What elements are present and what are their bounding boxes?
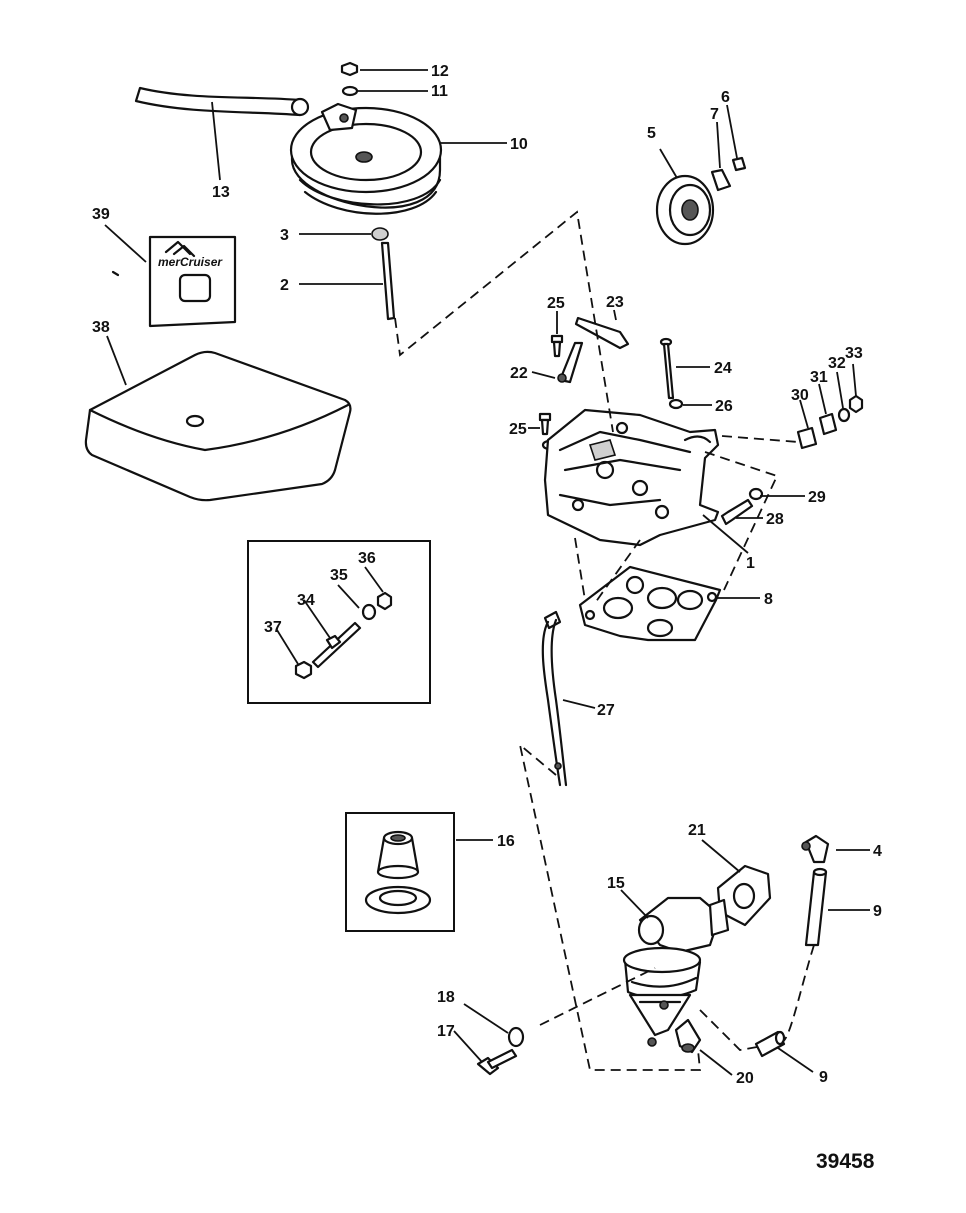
callout-17: 17 [437,1023,455,1040]
callout-22: 22 [510,365,528,382]
leader-lines [104,69,870,1076]
dashed-assembly-lines [394,210,815,1071]
callout-26: 26 [715,398,733,415]
hose-part-9-upper [804,867,828,947]
callout-7: 7 [710,106,719,123]
inset-box-studs [247,540,431,704]
fitting-part-31 [818,412,838,436]
carburetor-part-1 [543,408,720,547]
washer-part-11 [341,85,359,97]
callout-16: 16 [497,833,515,850]
fuel-pump-part-15 [622,896,730,1047]
callout-2: 2 [280,277,289,294]
bolt-part-28 [720,498,754,526]
fitting-part-30 [796,426,818,450]
nut-part-37 [294,660,313,680]
callout-38: 38 [92,319,110,336]
stud-part-2 [380,241,396,321]
callout-32: 32 [828,355,846,372]
callout-36: 36 [358,550,376,567]
callout-10: 10 [510,136,528,153]
callout-labels: 12 11 10 13 3 2 5 7 6 39 38 25 23 22 24 … [92,63,882,1087]
callout-21: 21 [688,822,706,839]
callout-29: 29 [808,489,826,506]
callout-30: 30 [791,387,809,404]
washer-part-35 [361,603,377,621]
lever-part-23 [574,316,630,350]
rod-part-24 [659,337,675,400]
callout-37: 37 [264,619,282,636]
callout-28: 28 [766,511,784,528]
washer-part-26 [668,398,684,410]
hose-part-9-lower [754,1030,786,1058]
cover-part-38 [84,350,352,502]
flame-arrestor-part-5 [655,174,715,246]
callout-12: 12 [431,63,449,80]
figure-number: 39458 [816,1150,875,1173]
callout-25-upper: 25 [547,295,565,312]
callout-27: 27 [597,702,615,719]
fuel-line-part-27 [541,610,568,787]
nut-part-29 [748,487,764,501]
nut-part-33 [848,394,864,414]
callout-8: 8 [764,591,773,608]
callout-15: 15 [607,875,625,892]
callout-11: 11 [431,83,448,100]
callout-23: 23 [606,294,624,311]
bracket-part-7 [710,168,732,192]
fitting-part-20 [674,1018,702,1054]
callout-4: 4 [873,843,882,860]
callout-18: 18 [437,989,455,1006]
callout-5: 5 [647,125,656,142]
hose-part-13 [134,86,310,117]
grommet-part-16 [364,830,432,915]
bolt-part-17 [476,1048,518,1076]
callout-39: 39 [92,206,110,223]
nut-part-12 [340,61,359,77]
air-cleaner-part-10 [289,102,443,215]
callout-1: 1 [746,555,755,572]
screw-part-25-upper [550,334,564,358]
callout-6: 6 [721,89,730,106]
washer-part-32 [837,407,851,423]
elbow-part-4 [801,834,830,864]
inset-box-part-16 [345,812,455,932]
washer-part-3 [371,227,389,241]
mercruiser-logo: merCruiser [158,255,223,269]
callout-24: 24 [714,360,732,377]
link-part-22 [557,341,584,384]
stud-part-34 [311,621,362,669]
callout-33: 33 [845,345,863,362]
callout-31: 31 [810,369,828,386]
callout-9-lower: 9 [819,1069,828,1086]
washer-part-18 [507,1026,525,1048]
callout-20: 20 [736,1070,754,1087]
callout-25-lower: 25 [509,421,527,438]
callout-3: 3 [280,227,289,244]
callout-13: 13 [212,184,230,201]
callout-35: 35 [330,567,348,584]
callout-9-upper: 9 [873,903,882,920]
screw-part-6 [731,156,747,172]
callout-34: 34 [297,592,315,609]
decal-part-39: merCruiser [111,235,237,328]
nut-part-36 [376,591,393,611]
gasket-part-8 [578,565,722,642]
